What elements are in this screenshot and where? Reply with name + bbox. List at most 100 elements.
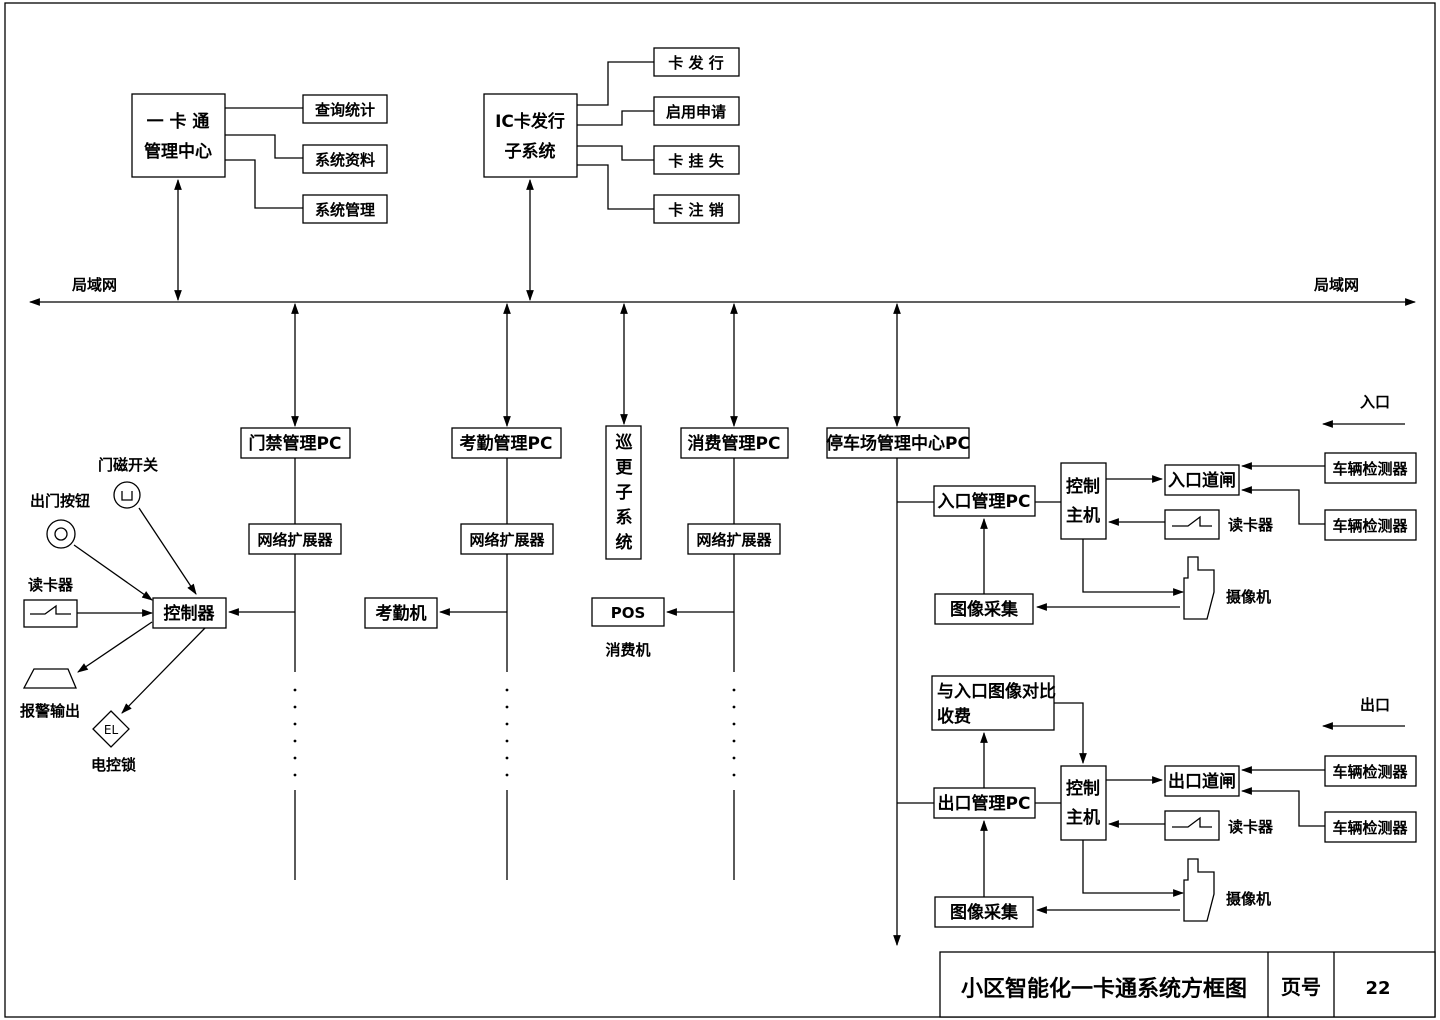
entrance-pc-label: 入口管理PC xyxy=(938,491,1031,512)
entrance-gate-box xyxy=(1164,464,1240,496)
exit-reader-label: 读卡器 xyxy=(1228,818,1274,836)
card-issue-box xyxy=(653,47,740,77)
entrance-host-box xyxy=(1060,462,1107,540)
pos-label: POS xyxy=(611,604,646,622)
exit-direction-label: 出口 xyxy=(1360,696,1390,714)
query-stats-box xyxy=(302,94,388,124)
exit-gate-label: 出口道闸 xyxy=(1168,771,1236,792)
consumption: 消费管理PC 网络扩展器 POS 消费机 xyxy=(591,302,789,880)
card-cancel-label: 卡 注 销 xyxy=(668,201,723,219)
entrance-direction-label: 入口 xyxy=(1360,393,1390,411)
entrance-reader-icon xyxy=(1164,509,1220,540)
exit-capture-box xyxy=(934,896,1034,928)
page-label: 页号 xyxy=(1281,975,1321,999)
electric-lock-icon xyxy=(92,710,130,748)
management-center: 一 卡 通 管理中心 查询统计 系统资料 系统管理 xyxy=(131,93,388,302)
pos-box xyxy=(591,597,665,627)
patrol-char-1: 巡 xyxy=(616,433,633,453)
alarm-output-icon xyxy=(22,668,77,689)
entrance-detector1-box xyxy=(1324,452,1417,484)
parking-center-label: 停车场管理中心PC xyxy=(826,433,970,454)
management-center-line2: 管理中心 xyxy=(144,141,212,162)
entrance-reader-label: 读卡器 xyxy=(1228,516,1274,534)
electric-lock-tag: EL xyxy=(104,723,119,737)
lan-label-right: 局域网 xyxy=(1313,276,1359,294)
entrance-capture-box xyxy=(934,593,1034,625)
card-cancel-box xyxy=(653,194,740,224)
alarm-output-label: 报警输出 xyxy=(20,702,80,720)
entrance-gate-label: 入口道闸 xyxy=(1168,470,1236,491)
controller-label: 控制器 xyxy=(164,603,216,624)
exit-host-box xyxy=(1060,765,1107,841)
reader-label: 读卡器 xyxy=(28,576,74,594)
exit-detector2-label: 车辆检测器 xyxy=(1332,819,1408,837)
patrol-char-3: 子 xyxy=(616,483,633,503)
consumption-pc-label: 消费管理PC xyxy=(688,433,781,454)
entrance-camera-label: 摄像机 xyxy=(1226,588,1271,606)
door-sensor-label: 门磁开关 xyxy=(98,456,158,474)
ic-card-line2: 子系统 xyxy=(505,141,556,162)
system-data-box xyxy=(302,144,388,174)
activation-request-label: 启用申请 xyxy=(666,103,726,121)
image-compare-line2: 收费 xyxy=(937,706,971,727)
exit-button-label: 出门按钮 xyxy=(30,492,90,510)
system-admin-label: 系统管理 xyxy=(315,201,375,219)
card-loss-label: 卡 挂 失 xyxy=(668,152,724,170)
drawing-title: 小区智能化一卡通系统方框图 xyxy=(961,976,1247,1002)
system-data-label: 系统资料 xyxy=(315,151,375,169)
management-center-box xyxy=(131,93,226,178)
attendance: 考勤管理PC 网络扩展器 考勤机 xyxy=(364,302,562,880)
parking: 停车场管理中心PC 入口 入口管理PC 控制 主机 入口道闸 车辆检测器 车辆检… xyxy=(826,302,1417,947)
exit-host-line1: 控制 xyxy=(1066,778,1100,799)
attendance-bus-dots xyxy=(505,688,509,777)
parking-center-box xyxy=(826,427,970,459)
card-loss-box xyxy=(653,145,740,175)
parking-entrance: 入口 入口管理PC 控制 主机 入口道闸 车辆检测器 车辆检测器 读卡器 摄像机 xyxy=(897,393,1417,625)
query-stats-label: 查询统计 xyxy=(315,101,375,119)
exit-detector2-box xyxy=(1324,811,1417,843)
exit-reader-icon xyxy=(1164,810,1220,841)
parking-exit: 出口 与入口图像对比 收费 出口管理PC 控制 主机 出口道闸 车辆检测器 车辆… xyxy=(897,675,1417,928)
pos-caption: 消费机 xyxy=(605,641,650,659)
entrance-host-line1: 控制 xyxy=(1066,476,1100,497)
title-block: 小区智能化一卡通系统方框图 页号 22 xyxy=(939,951,1436,1018)
consumption-expander-label: 网络扩展器 xyxy=(696,531,772,549)
consumption-bus-dots xyxy=(732,688,736,777)
patrol-char-4: 系 xyxy=(616,508,633,528)
entrance-host-line2: 主机 xyxy=(1066,505,1100,526)
card-issue-label: 卡 发 行 xyxy=(668,54,723,72)
system-admin-box xyxy=(302,194,388,224)
access-pc-label: 门禁管理PC xyxy=(249,433,342,454)
entrance-pc-box xyxy=(933,485,1036,517)
ic-card-subsystem: IC卡发行 子系统 卡 发 行 启用申请 卡 挂 失 卡 注 销 xyxy=(483,47,740,302)
image-compare-line1: 与入口图像对比 xyxy=(937,681,1056,702)
access-pc-box xyxy=(240,427,351,459)
entrance-detector1-label: 车辆检测器 xyxy=(1332,460,1408,478)
exit-detector1-box xyxy=(1324,755,1417,787)
entrance-capture-label: 图像采集 xyxy=(950,599,1019,620)
attendance-device-label: 考勤机 xyxy=(375,603,427,624)
controller-box xyxy=(152,597,227,629)
patrol-char-2: 更 xyxy=(616,458,634,478)
lan-label-left: 局域网 xyxy=(71,276,117,294)
door-sensor-icon xyxy=(113,481,141,509)
entrance-detector2-box xyxy=(1324,509,1417,541)
attendance-pc-label: 考勤管理PC xyxy=(459,433,553,454)
management-center-line1: 一 卡 通 xyxy=(147,111,210,132)
attendance-expander-box xyxy=(460,523,554,555)
exit-camera-icon xyxy=(1183,858,1215,922)
ic-card-box xyxy=(483,93,578,178)
exit-pc-label: 出口管理PC xyxy=(938,793,1031,814)
entrance-detector2-label: 车辆检测器 xyxy=(1332,517,1408,535)
exit-camera-label: 摄像机 xyxy=(1226,890,1271,908)
activation-request-box xyxy=(653,96,740,126)
attendance-expander-label: 网络扩展器 xyxy=(469,531,545,549)
consumption-expander-box xyxy=(687,523,781,555)
exit-detector1-label: 车辆检测器 xyxy=(1332,763,1408,781)
electric-lock-label: 电控锁 xyxy=(91,756,136,774)
exit-gate-box xyxy=(1164,765,1240,797)
patrol-subsystem: 巡 更 子 系 统 xyxy=(605,302,642,560)
exit-host-line2: 主机 xyxy=(1066,807,1100,828)
access-control: 门禁管理PC 网络扩展器 控制器 门磁开关 出门按钮 读卡器 报警输出 EL 电… xyxy=(20,302,351,880)
